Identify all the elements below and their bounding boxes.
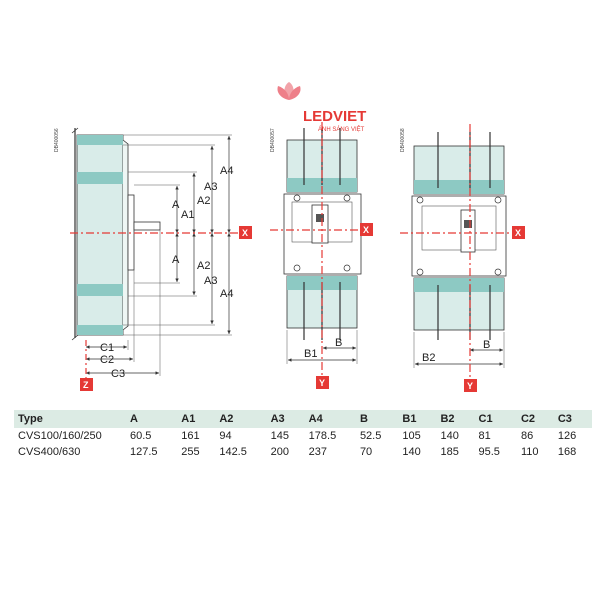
header-A: A [126,410,178,428]
table-cell: 168 [557,446,577,458]
front-view-small: B1 B X Y [270,122,373,389]
dim-B-small: B [335,337,342,349]
x-axis-label: X [363,225,369,235]
table-cell: 140 [402,446,421,458]
dim-A4-upper: A4 [220,165,233,177]
ledviet-logo: LEDVIET ÁNH SÁNG VIỆT [277,82,366,133]
breaker-handle [133,221,161,231]
table-cell: 81 [478,430,491,442]
drawing-ref-side: DB400056 [54,128,60,152]
dim-B-large: B [483,339,490,351]
x-axis-badge [360,223,373,236]
header-C1: C1 [474,410,517,428]
drawing-ref-front-small: DB400057 [270,128,276,152]
header-type: Type [14,410,126,428]
table-cell: 178.5 [308,430,337,442]
dim-A2-upper: A2 [197,195,210,207]
table-cell: 110 [520,446,539,458]
y-axis-badge [316,376,329,389]
header-B2: B2 [436,410,475,428]
toggle-window-large [460,209,476,253]
table-cell: 105 [402,430,421,442]
logo-tagline: ÁNH SÁNG VIỆT [318,125,365,133]
table-cell: CVS100/160/250 [18,430,102,442]
dim-A1: A1 [181,209,194,221]
front-view-large: B2 B X Y [400,124,525,392]
z-axis-badge [80,378,93,391]
header-B1: B1 [398,410,437,428]
table-cell: 237 [308,446,328,458]
table-cell: 70 [359,446,373,458]
dim-A3-upper: A3 [204,181,217,193]
drawing-ref-front-large: DB400058 [400,128,406,152]
table-cell: 86 [520,430,534,442]
header-A1: A1 [177,410,216,428]
header-C3: C3 [553,410,592,428]
header-A3: A3 [266,410,305,428]
table-cell: 60.5 [130,430,152,442]
table-cell: 140 [440,430,459,442]
dimension-drawing: LEDVIET ÁNH SÁNG VIỆT DB400056 DB400057 … [54,82,525,392]
table-cell: 161 [181,430,200,442]
table-cell: 127.5 [130,446,158,458]
dim-A-upper: A [172,199,180,211]
table-cell: 200 [270,446,289,458]
dim-C1: C1 [100,342,114,354]
y-axis-label: Y [467,381,473,391]
dim-B2: B2 [422,352,435,364]
table-cell: 95.5 [478,446,500,458]
table-cell: 142.5 [219,446,247,458]
dim-A4-lower: A4 [220,288,233,300]
table-cell: 94 [219,430,232,442]
header-B: B [355,410,399,428]
x-axis-label: X [515,228,521,238]
table-row: CVS100/160/250 60.5 161 94 145 178.5 52.… [14,428,592,444]
table-row: CVS400/630 127.5 255 142.5 200 237 70 14… [14,444,592,460]
dim-A2-lower: A2 [197,260,210,272]
header-C2: C2 [516,410,554,428]
dim-C3: C3 [111,368,125,380]
logo-brand: LEDVIET [303,108,366,125]
table-cell: 255 [181,446,200,458]
dim-B1: B1 [304,348,317,360]
table-cell: 52.5 [359,430,382,442]
x-axis-label: X [242,228,248,238]
side-view: A A A1 A2 A2 A3 A3 A4 A4 C1 C2 C3 X Z [70,127,252,391]
y-axis-label: Y [319,378,325,388]
dim-A3-lower: A3 [204,275,217,287]
lotus-icon [277,82,301,100]
table-cell: 126 [557,430,577,442]
header-A2: A2 [215,410,267,428]
header-A4: A4 [304,410,356,428]
z-axis-label: Z [83,380,89,390]
table-header-row: Type A A1 A2 A3 A4 B B1 B2 C1 C2 C3 [14,410,592,428]
dimension-table: Type A A1 A2 A3 A4 B B1 B2 C1 C2 C3 CVS1… [14,410,592,460]
dim-A-lower: A [172,254,180,266]
toggle-window [311,204,329,244]
x-axis-badge [239,226,252,239]
x-axis-badge [512,226,525,239]
dim-C2: C2 [100,354,114,366]
table-cell: 185 [440,446,459,458]
table-cell: CVS400/630 [18,446,81,458]
table-cell: 145 [270,430,289,442]
y-axis-badge [464,379,477,392]
